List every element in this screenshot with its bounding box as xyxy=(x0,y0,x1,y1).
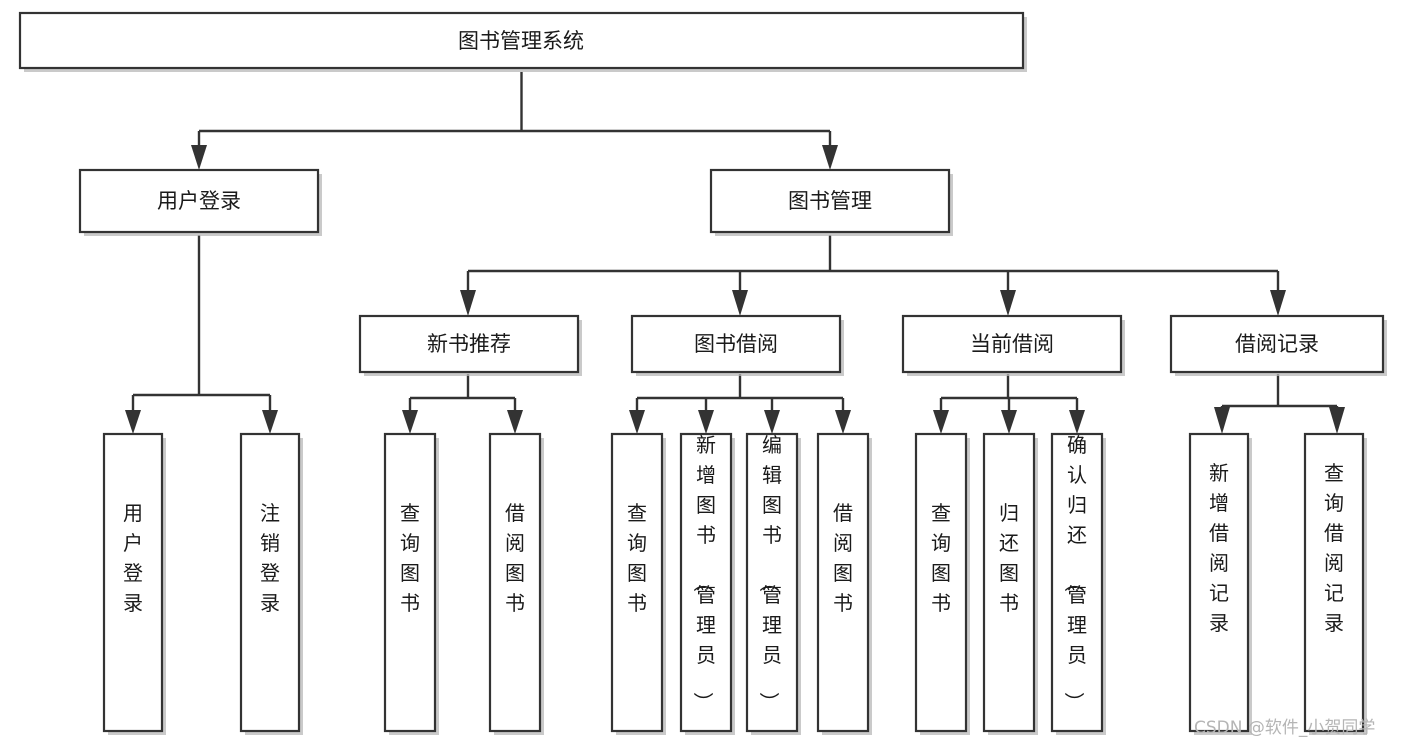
leaf-query-book-3-box[interactable] xyxy=(914,432,968,733)
arrowhead-leaf-query-book-1 xyxy=(402,410,418,434)
user-login-box[interactable] xyxy=(78,168,320,234)
node-new-book-recommend[interactable]: 新书推荐 xyxy=(358,314,582,376)
user-login-label: 用户登录 xyxy=(157,189,241,213)
arrowhead-leaf-add-book xyxy=(698,410,714,434)
node-leaf-add-book[interactable]: 新增图书（管理员） xyxy=(679,432,735,735)
arrowhead-book-management xyxy=(822,145,838,170)
leaf-borrow-book-1-label: 借阅图书 xyxy=(505,501,525,615)
leaf-query-book-3-label: 查询图书 xyxy=(931,501,951,615)
arrowhead-current-borrow xyxy=(1000,290,1016,316)
root-label: 图书管理系统 xyxy=(458,29,584,53)
leaf-query-record-box[interactable] xyxy=(1303,432,1365,733)
node-book-management[interactable]: 图书管理 xyxy=(709,168,953,236)
leaf-user-logout-box[interactable] xyxy=(239,432,301,733)
node-book-borrow[interactable]: 图书借阅 xyxy=(630,314,844,376)
node-leaf-query-book-2[interactable]: 查询图书 xyxy=(610,432,666,735)
node-current-borrow[interactable]: 当前借阅 xyxy=(901,314,1125,376)
node-user-login[interactable]: 用户登录 xyxy=(78,168,322,236)
node-leaf-query-record[interactable]: 查询借阅记录 xyxy=(1303,432,1367,735)
arrowhead-leaf-query-record xyxy=(1329,407,1345,434)
leaf-edit-book-label: 编辑图书（管理员） xyxy=(757,433,782,712)
current-borrow-box[interactable] xyxy=(901,314,1123,374)
leaf-borrow-book-1-box[interactable] xyxy=(488,432,542,733)
book-borrow-box[interactable] xyxy=(630,314,842,374)
node-leaf-edit-book[interactable]: 编辑图书（管理员） xyxy=(745,432,801,735)
leaf-user-login-box[interactable] xyxy=(102,432,164,733)
arrowhead-leaf-user-login xyxy=(125,410,141,434)
arrowhead-leaf-add-record xyxy=(1214,407,1230,434)
leaf-confirm-return-label: 确认归还（管理员） xyxy=(1062,433,1087,712)
node-root[interactable]: 图书管理系统 xyxy=(18,11,1027,72)
leaf-query-book-2-label: 查询图书 xyxy=(627,501,647,615)
arrowhead-book-borrow xyxy=(732,290,748,316)
arrowhead-leaf-confirm-return xyxy=(1069,410,1085,434)
leaf-add-book-label: 新增图书（管理员） xyxy=(691,433,716,712)
leaf-confirm-return-box[interactable] xyxy=(1050,432,1104,733)
node-leaf-borrow-book-1[interactable]: 借阅图书 xyxy=(488,432,544,735)
arrowhead-leaf-borrow-book-2 xyxy=(835,410,851,434)
node-leaf-borrow-book-2[interactable]: 借阅图书 xyxy=(816,432,872,735)
node-leaf-add-record[interactable]: 新增借阅记录 xyxy=(1188,432,1252,735)
leaf-query-book-1-box[interactable] xyxy=(383,432,437,733)
leaf-add-book-box[interactable] xyxy=(679,432,733,733)
node-leaf-query-book-1[interactable]: 查询图书 xyxy=(383,432,439,735)
arrowhead-leaf-query-book-3 xyxy=(933,410,949,434)
root-box[interactable] xyxy=(18,11,1025,70)
current-borrow-label: 当前借阅 xyxy=(970,332,1054,356)
arrowhead-leaf-edit-book xyxy=(764,410,780,434)
node-leaf-user-login[interactable]: 用户登录 xyxy=(102,432,166,735)
node-leaf-user-logout[interactable]: 注销登录 xyxy=(239,432,303,735)
leaf-return-book-label: 归还图书 xyxy=(999,501,1019,615)
book-management-label: 图书管理 xyxy=(788,189,872,213)
leaf-user-login-label: 用户登录 xyxy=(123,501,143,615)
leaf-add-record-box[interactable] xyxy=(1188,432,1250,733)
borrow-record-label: 借阅记录 xyxy=(1235,332,1319,356)
node-borrow-record[interactable]: 借阅记录 xyxy=(1169,314,1387,376)
arrowhead-leaf-query-book-2 xyxy=(629,410,645,434)
arrowhead-leaf-borrow-book-1 xyxy=(507,410,523,434)
arrowhead-borrow-record xyxy=(1270,290,1286,316)
book-management-box[interactable] xyxy=(709,168,951,234)
arrowhead-leaf-user-logout xyxy=(262,410,278,434)
watermark-label: CSDN @软件_小贺同学 xyxy=(1194,718,1375,738)
leaf-edit-book-box[interactable] xyxy=(745,432,799,733)
borrow-record-box[interactable] xyxy=(1169,314,1385,374)
leaf-borrow-book-2-box[interactable] xyxy=(816,432,870,733)
leaf-return-book-box[interactable] xyxy=(982,432,1036,733)
leaf-query-record-label: 查询借阅记录 xyxy=(1324,461,1344,635)
leaf-add-record-label: 新增借阅记录 xyxy=(1209,461,1229,635)
book-borrow-label: 图书借阅 xyxy=(694,332,778,356)
node-leaf-query-book-3[interactable]: 查询图书 xyxy=(914,432,970,735)
leaf-borrow-book-2-label: 借阅图书 xyxy=(833,501,853,615)
arrowhead-layer xyxy=(125,145,1345,434)
arrowhead-leaf-return-book xyxy=(1001,410,1017,434)
leaf-query-book-2-box[interactable] xyxy=(610,432,664,733)
new-book-recommend-label: 新书推荐 xyxy=(427,332,511,356)
leaf-query-book-1-label: 查询图书 xyxy=(400,501,420,615)
new-book-recommend-box[interactable] xyxy=(358,314,580,374)
leaf-user-logout-label: 注销登录 xyxy=(260,501,280,615)
node-leaf-confirm-return[interactable]: 确认归还（管理员） xyxy=(1050,432,1106,735)
arrowhead-user-login xyxy=(191,145,207,170)
arrowhead-new-book-recommend xyxy=(460,290,476,316)
node-leaf-return-book[interactable]: 归还图书 xyxy=(982,432,1038,735)
